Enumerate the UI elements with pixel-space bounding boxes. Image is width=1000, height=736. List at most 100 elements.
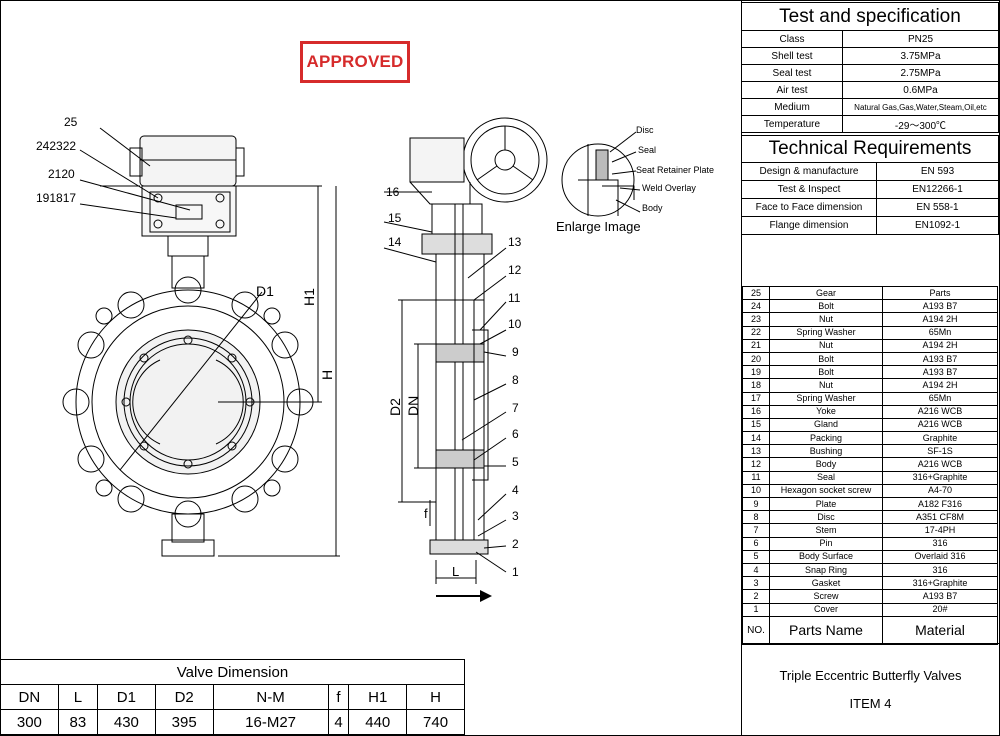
parts-name: Bolt: [769, 351, 883, 367]
parts-material: 65Mn: [882, 325, 998, 340]
parts-material: Parts: [882, 285, 998, 301]
parts-no: 10: [742, 483, 770, 499]
dimension-value: 740: [406, 709, 465, 735]
label-12: 12: [508, 263, 522, 277]
side-view: [383, 117, 548, 584]
parts-material: A182 F316: [882, 496, 998, 512]
parts-no: 21: [742, 338, 770, 353]
enlarge-label-overlay: Weld Overlay: [642, 183, 696, 193]
requirements-table: Technical Requirements Design & manufact…: [741, 135, 999, 235]
spec-label: Shell test: [741, 47, 843, 65]
label-6: 6: [512, 427, 519, 441]
dimension-value: 430: [97, 709, 156, 735]
spec-value: PN25: [842, 30, 999, 48]
requirements-title: Technical Requirements: [741, 135, 999, 163]
parts-name: Gasket: [769, 576, 883, 591]
label-15: 15: [388, 211, 402, 225]
title-line-2: ITEM 4: [849, 696, 892, 711]
parts-name: Nut: [769, 312, 883, 327]
parts-name: Stem: [769, 523, 883, 538]
parts-material: 65Mn: [882, 391, 998, 406]
parts-no: 24: [742, 299, 770, 314]
label-2: 2: [512, 537, 519, 551]
parts-name: Gear: [769, 285, 883, 301]
label-10: 10: [508, 317, 522, 331]
parts-no: 14: [742, 431, 770, 446]
parts-no: 7: [742, 523, 770, 538]
parts-name: Plate: [769, 496, 883, 512]
parts-name: Bolt: [769, 365, 883, 380]
parts-no: 25: [742, 285, 770, 301]
valve-drawing: 25 242322 2120 191817 D1 H1 H 16 15 14 1…: [36, 115, 714, 602]
approved-stamp: APPROVED: [300, 41, 410, 83]
spec-label: Air test: [741, 81, 843, 99]
parts-material: 20#: [882, 602, 998, 617]
dimension-value: 83: [57, 709, 99, 735]
label-dn: DN: [405, 396, 421, 416]
parts-material: A216 WCB: [882, 417, 998, 433]
parts-no: 6: [742, 536, 770, 551]
parts-no: 15: [742, 417, 770, 433]
label-1: 1: [512, 565, 519, 579]
parts-no: 16: [742, 404, 770, 419]
label-7: 7: [512, 401, 519, 415]
parts-material: 17-4PH: [882, 523, 998, 538]
parts-name: Hexagon socket screw: [769, 483, 883, 499]
dimension-header: H: [406, 684, 465, 710]
parts-name: Nut: [769, 378, 883, 393]
label-16: 16: [386, 185, 400, 199]
parts-name: Bushing: [769, 444, 883, 459]
label-5: 5: [512, 455, 519, 469]
label-h1: H1: [301, 288, 317, 306]
parts-material: A193 B7: [882, 365, 998, 380]
front-view: [62, 127, 340, 557]
req-value: EN12266-1: [876, 180, 999, 199]
dimension-value: 440: [348, 709, 408, 735]
spec-value: -29～300℃: [842, 115, 999, 133]
parts-material: A193 B7: [882, 351, 998, 367]
enlarge-view: [561, 131, 641, 217]
parts-no: 5: [742, 549, 770, 564]
parts-no: 18: [742, 378, 770, 393]
parts-name: Snap Ring: [769, 562, 883, 578]
dimension-value: 300: [0, 709, 59, 735]
parts-name: Packing: [769, 431, 883, 446]
parts-name: Body: [769, 457, 883, 472]
parts-name: Screw: [769, 589, 883, 604]
label-2120: 2120: [48, 167, 75, 181]
label-d2: D2: [387, 398, 403, 416]
title-block-divider: [742, 643, 999, 644]
dimension-header: H1: [348, 684, 408, 710]
dimension-header: L: [57, 684, 99, 710]
parts-footer-material: Material: [882, 615, 998, 645]
spec-value: 0.6MPa: [842, 81, 999, 99]
parts-no: 11: [742, 470, 770, 485]
parts-no: 20: [742, 351, 770, 367]
parts-material: 316: [882, 562, 998, 578]
parts-material: A216 WCB: [882, 404, 998, 419]
parts-name: Nut: [769, 338, 883, 353]
enlarge-title: Enlarge Image: [556, 219, 641, 234]
req-label: Face to Face dimension: [741, 198, 877, 217]
spec-value: Natural Gas,Gas,Water,Steam,Oil,etc: [842, 98, 999, 116]
spec-value: 3.75MPa: [842, 47, 999, 65]
dimension-header: D1: [97, 684, 156, 710]
req-label: Test & Inspect: [741, 180, 877, 199]
parts-material: 316+Graphite: [882, 576, 998, 591]
spec-label: Class: [741, 30, 843, 48]
parts-material: A193 B7: [882, 589, 998, 604]
parts-name: Disc: [769, 510, 883, 525]
dimension-header: D2: [154, 684, 214, 710]
parts-material: SF-1S: [882, 444, 998, 459]
title-line-1: Triple Eccentric Butterfly Valves: [779, 668, 962, 683]
parts-name: Seal: [769, 470, 883, 485]
